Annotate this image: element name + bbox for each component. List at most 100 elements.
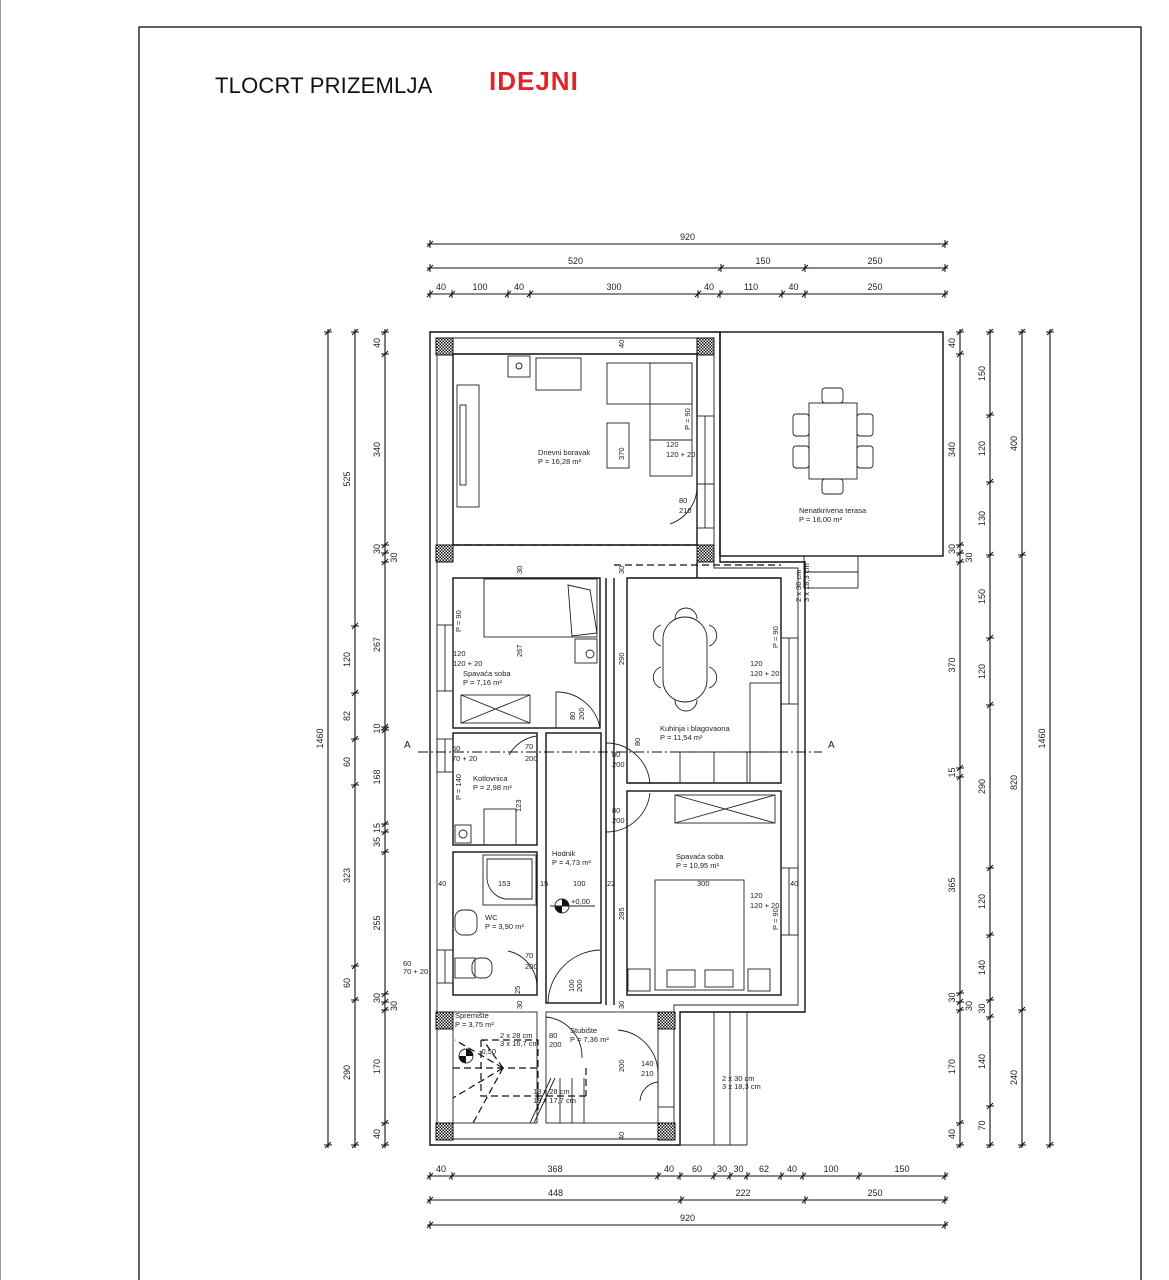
dimension-value: 1460 bbox=[315, 728, 325, 748]
dimension-value: 170 bbox=[947, 1059, 957, 1074]
dimension-tick bbox=[941, 1221, 949, 1229]
dimension-tick bbox=[986, 551, 994, 559]
dimension-tick bbox=[654, 1172, 662, 1180]
dimension-tick bbox=[676, 1172, 684, 1180]
dimension-value: 40 bbox=[436, 1164, 446, 1174]
plan-annotation: P = 90 bbox=[454, 610, 463, 632]
plan-annotation: 15 bbox=[540, 879, 548, 888]
staircase bbox=[452, 1039, 590, 1124]
plan-annotation: 18 x 17,7 cm bbox=[533, 1096, 576, 1105]
plan-annotation: 200 bbox=[525, 962, 538, 971]
dimension-value: 40 bbox=[514, 282, 524, 292]
dimension-tick bbox=[941, 1172, 949, 1180]
plan-annotation: 120 + 20 bbox=[666, 450, 695, 459]
dimension-tick bbox=[381, 828, 389, 836]
dimension-tick bbox=[351, 962, 359, 970]
plan-annotation: 40 bbox=[790, 879, 798, 888]
dimension-tick bbox=[941, 240, 949, 248]
dimension-tick bbox=[426, 1196, 434, 1204]
dimension-value: 100 bbox=[472, 282, 487, 292]
dimension-value: 1460 bbox=[1037, 728, 1047, 748]
plan-annotation: 200 bbox=[577, 707, 586, 720]
room-area: P = 11,54 m² bbox=[660, 733, 703, 742]
dimension-value: 168 bbox=[372, 769, 382, 784]
dimension-value: 10 bbox=[372, 723, 382, 733]
plan-annotation: 30 bbox=[515, 1001, 524, 1009]
dimension-value: 250 bbox=[867, 256, 882, 266]
plan-annotation: 267 bbox=[515, 644, 524, 657]
dimension-tick bbox=[956, 998, 964, 1006]
hallway-walls bbox=[545, 732, 602, 1004]
dimension-tick bbox=[381, 848, 389, 856]
dimension-value: 920 bbox=[680, 232, 695, 242]
plan-annotation: 40 bbox=[617, 1132, 626, 1140]
dimension-value: 323 bbox=[342, 868, 352, 883]
plan-annotation: 25 bbox=[513, 986, 522, 994]
dimension-tick bbox=[448, 1172, 456, 1180]
dimension-value: 70 bbox=[977, 1120, 987, 1130]
dimension-value: 120 bbox=[977, 894, 987, 909]
plan-annotation: 40 bbox=[617, 340, 626, 348]
room-name: Spremište bbox=[455, 1011, 489, 1020]
dimension-tick bbox=[777, 1172, 785, 1180]
plan-annotation: 200 bbox=[525, 754, 538, 763]
plan-annotation: 285 bbox=[617, 907, 626, 920]
dimension-tick bbox=[956, 541, 964, 549]
dimension-tick bbox=[381, 1119, 389, 1127]
dimension-tick bbox=[504, 290, 512, 298]
dimension-tick bbox=[1046, 1141, 1054, 1149]
plan-annotation: 40 bbox=[438, 879, 446, 888]
dimension-tick bbox=[986, 411, 994, 419]
dimension-tick bbox=[743, 1172, 751, 1180]
dimension-value: 140 bbox=[977, 960, 987, 975]
dimension-value: 30 bbox=[964, 552, 974, 562]
plan-annotation: 3 x 16,7 cm bbox=[500, 1039, 539, 1048]
plan-annotation: 153 bbox=[498, 879, 511, 888]
dimension-tick bbox=[351, 328, 359, 336]
dimension-tick bbox=[986, 996, 994, 1004]
plan-annotation: 80 bbox=[568, 712, 577, 720]
room-name: WC bbox=[485, 913, 498, 922]
dimension-tick bbox=[1018, 328, 1026, 336]
room-area: P = 3,90 m² bbox=[485, 922, 524, 931]
dining-furniture bbox=[652, 607, 782, 784]
plan-annotation: 300 bbox=[697, 879, 710, 888]
plan-annotation: 200 bbox=[575, 979, 584, 992]
plan-annotation: 3 x 18,3 cm bbox=[802, 563, 811, 602]
dimension-tick bbox=[941, 1196, 949, 1204]
dimension-value: 520 bbox=[568, 256, 583, 266]
dimension-tick bbox=[426, 1221, 434, 1229]
room-area: P = 4,73 m² bbox=[552, 858, 591, 867]
dimension-value: 150 bbox=[977, 366, 987, 381]
dimension-tick bbox=[381, 726, 389, 734]
plan-annotation: 120 bbox=[666, 440, 679, 449]
dimension-value: 62 bbox=[759, 1164, 769, 1174]
dimension-chain-left-total: 1460 bbox=[315, 328, 332, 1149]
dimension-tick bbox=[956, 764, 964, 772]
structural-columns bbox=[435, 337, 715, 1141]
dimension-tick bbox=[941, 290, 949, 298]
dimension-tick bbox=[351, 689, 359, 697]
dimension-tick bbox=[448, 290, 456, 298]
living-room-furniture bbox=[456, 355, 693, 508]
dimension-value: 525 bbox=[342, 471, 352, 486]
plan-annotation: 2 x 30 cm bbox=[794, 569, 803, 602]
dimension-tick bbox=[956, 328, 964, 336]
dimension-tick bbox=[351, 996, 359, 1004]
dimension-tick bbox=[324, 1141, 332, 1149]
dimension-tick bbox=[986, 478, 994, 486]
dimension-tick bbox=[801, 1196, 809, 1204]
dimension-value: 40 bbox=[372, 1129, 382, 1139]
dimension-tick bbox=[381, 328, 389, 336]
drawing-title: TLOCRT PRIZEMLJA bbox=[215, 73, 433, 98]
dimension-value: 120 bbox=[977, 664, 987, 679]
dimension-tick bbox=[381, 820, 389, 828]
dimension-value: 340 bbox=[372, 442, 382, 457]
